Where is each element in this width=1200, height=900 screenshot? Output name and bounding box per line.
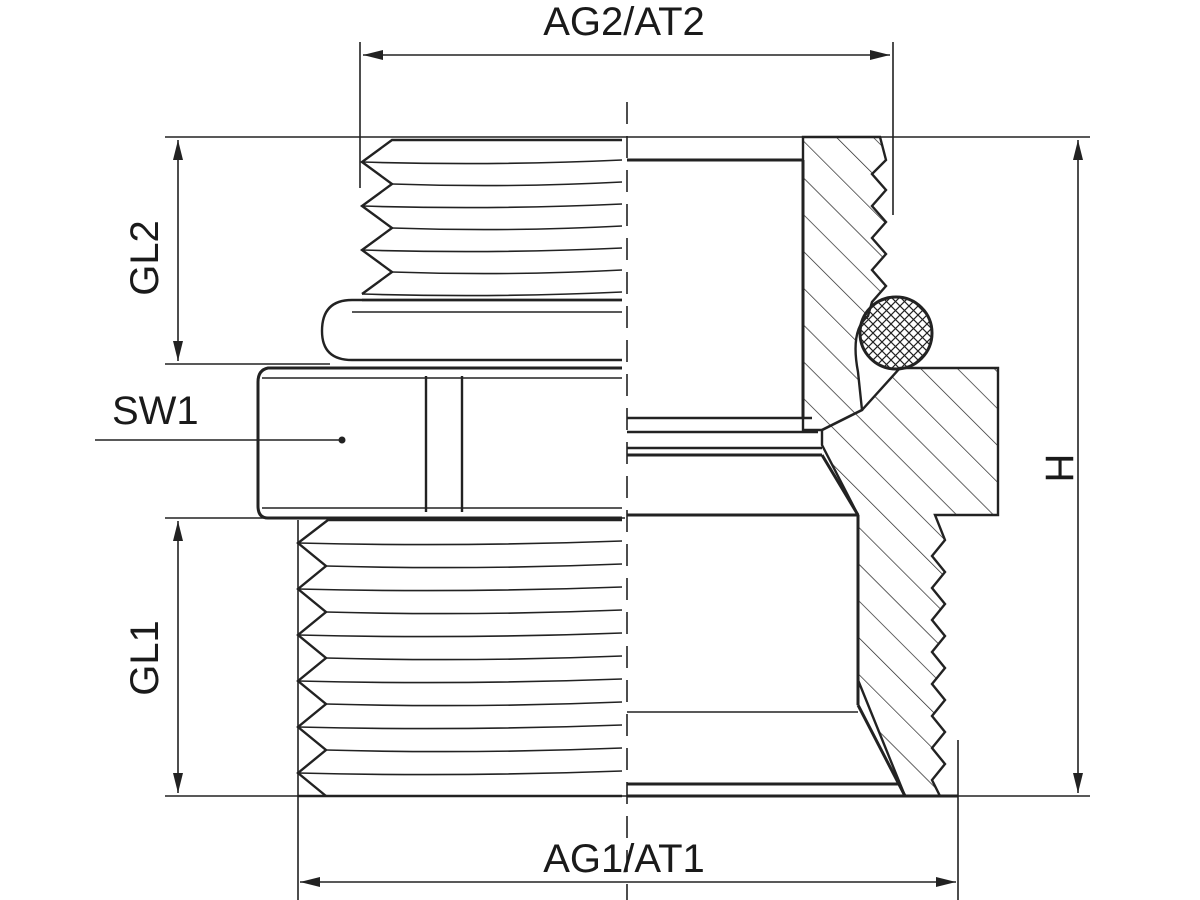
o-ring-band xyxy=(320,298,622,362)
o-ring-section xyxy=(858,295,934,371)
thread-crest-line xyxy=(297,540,623,546)
ag1-at1-label: AG1/AT1 xyxy=(543,837,705,881)
thread-crest-line xyxy=(391,225,623,231)
thread-crest-line xyxy=(297,632,623,638)
thread-crest-line xyxy=(297,678,623,684)
section-view xyxy=(627,135,1000,798)
thread-crest-line xyxy=(297,770,623,776)
thread-crest-line xyxy=(297,586,623,592)
thread-crest-line xyxy=(361,203,623,209)
lower-wall-section xyxy=(820,366,1000,798)
thread-crest-line xyxy=(325,747,623,753)
ag2-at2-label: AG2/AT2 xyxy=(543,0,705,44)
lower-thread xyxy=(296,518,623,798)
upper-wall-section xyxy=(801,135,888,432)
thread-crest-line xyxy=(325,563,623,569)
thread-crest-line xyxy=(325,609,623,615)
dimension-lines xyxy=(95,50,1083,887)
h-label: H xyxy=(1037,454,1081,483)
thread-crest-line xyxy=(361,291,623,297)
thread-crest-line xyxy=(325,655,623,661)
gl1-label: GL1 xyxy=(123,620,167,696)
gl2-label: GL2 xyxy=(123,220,167,296)
exterior-view xyxy=(256,138,623,798)
upper-thread xyxy=(359,138,623,302)
thread-crest-line xyxy=(361,247,623,253)
sw1-label: SW1 xyxy=(112,389,199,433)
thread-profile xyxy=(296,518,622,797)
hex-body xyxy=(256,366,622,520)
thread-crest-line xyxy=(325,701,623,707)
thread-crest-line xyxy=(361,159,623,165)
thread-crest-line xyxy=(391,269,623,275)
thread-crest-line xyxy=(391,181,623,187)
sw1-leader-dot xyxy=(338,436,346,444)
thread-crest-line xyxy=(297,724,623,730)
